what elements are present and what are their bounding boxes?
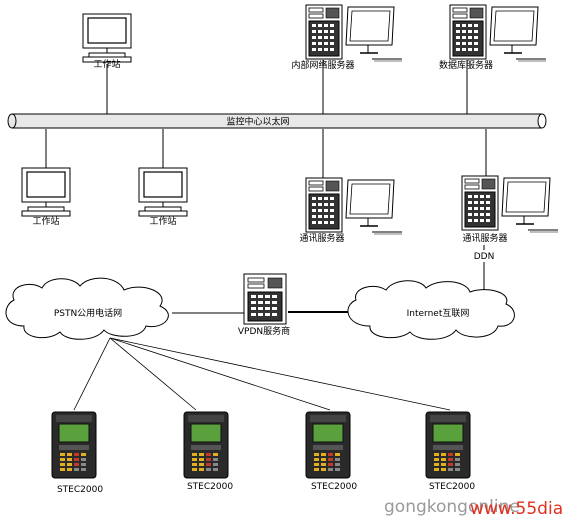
ddn-label: DDN [474,252,495,262]
database-server [449,4,547,62]
watermark-text-b: www.55dianzi.com [470,499,562,519]
terminal-2-label: STEC2000 [187,482,233,492]
vpdn-server [243,273,287,325]
ethernet-bus: 监控中心以太网 [7,113,547,129]
internet-label: Internet互联网 [407,308,470,319]
internal-server-label: 内部网络服务器 [291,59,354,71]
workstation-left-label: 工作站 [32,215,59,227]
comm-server-left-label: 通讯服务器 [299,232,344,244]
comm-server-left [305,177,403,235]
workstation-middle-label: 工作站 [149,215,176,227]
vpdn-label: VPDN服务商 [238,325,290,337]
terminal-1 [51,411,97,479]
workstation-top [82,13,132,63]
bus-label: 监控中心以太网 [226,116,289,128]
watermark-text-a: gongkongonline [384,497,520,517]
workstation-middle [138,167,188,217]
comm-server-right-label: 通讯服务器 [462,232,507,244]
terminal-1-label: STEC2000 [57,485,103,495]
pstn-cloud [5,277,169,340]
terminal-4-label: STEC2000 [429,482,475,492]
terminal-4 [425,411,471,479]
workstation-left [21,167,71,217]
terminal-3-label: STEC2000 [311,482,357,492]
bus-drop-lines [45,60,487,178]
terminal-2 [183,411,229,479]
comm-server-right [461,175,559,233]
workstation-top-label: 工作站 [93,58,120,70]
watermark: gongkongonline www.55dianzi.com [384,497,562,519]
terminal-3 [305,411,351,479]
pstn-terminal-links [73,337,451,411]
vpdn-links [172,311,348,314]
internal-network-server [305,4,403,62]
internet-cloud [347,280,515,340]
pstn-label: PSTN公用电话网 [54,307,122,319]
database-server-label: 数据库服务器 [439,59,493,71]
